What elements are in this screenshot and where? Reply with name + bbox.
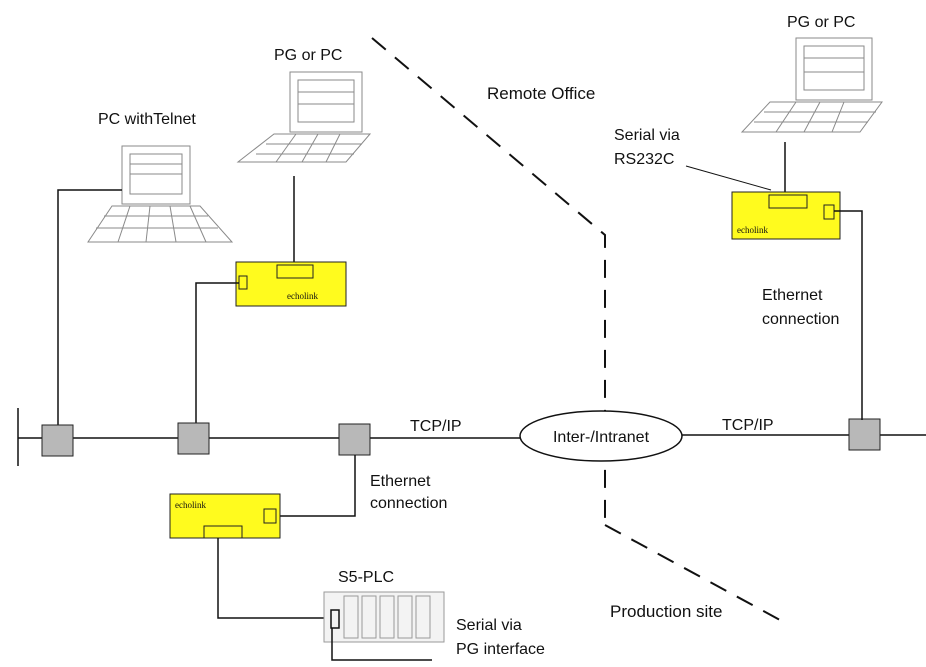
serial-rs232-label-line2: RS232C bbox=[614, 151, 674, 168]
echolink-right-label: echolink bbox=[737, 225, 768, 235]
remote-office-label: Remote Office bbox=[487, 84, 595, 103]
ethernet-right-label-line1: Ethernet bbox=[762, 287, 823, 304]
plc-rack-icon bbox=[323, 591, 445, 643]
production-site-label: Production site bbox=[610, 602, 722, 621]
network-node-icon bbox=[338, 423, 371, 456]
ethernet-bottom-wire bbox=[272, 455, 356, 517]
computer-icon bbox=[236, 71, 372, 163]
computer-icon bbox=[740, 37, 883, 133]
pc-telnet-label: PC withTelnet bbox=[98, 111, 196, 128]
network-node-icon bbox=[177, 422, 210, 455]
pg-pc-center-label: PG or PC bbox=[274, 47, 342, 64]
echolink-right-wire bbox=[834, 210, 863, 420]
network-node-icon bbox=[41, 424, 74, 457]
echolink-center-wire bbox=[195, 282, 239, 426]
serial-rs232-leader bbox=[685, 165, 772, 191]
telnet-pc-wire bbox=[57, 189, 122, 426]
cloud-ellipse-icon bbox=[519, 410, 683, 462]
echolink-center-label: echolink bbox=[287, 291, 318, 301]
tcpip-left-label: TCP/IP bbox=[410, 418, 462, 435]
serial-pg-label-line2: PG interface bbox=[456, 641, 545, 658]
echolink-right-device bbox=[731, 191, 841, 240]
echolink-bottom-device bbox=[169, 493, 281, 539]
tcpip-right-label: TCP/IP bbox=[722, 417, 774, 434]
computer-icon bbox=[87, 145, 234, 243]
cloud-label: Inter-/Intranet bbox=[553, 429, 650, 446]
plc-serial-wire bbox=[331, 628, 432, 661]
network-node-icon bbox=[848, 418, 881, 451]
echolink-bottom-label: echolink bbox=[175, 500, 206, 510]
serial-rs232-label-line1: Serial via bbox=[614, 127, 680, 144]
site-boundary-upper bbox=[371, 37, 606, 525]
echolink-center-device bbox=[235, 261, 347, 307]
pg-pc-right-label: PG or PC bbox=[787, 14, 855, 31]
site-boundary-lower bbox=[604, 524, 781, 621]
ethernet-bottom-label-line2: connection bbox=[370, 495, 447, 512]
ethernet-bottom-label-line1: Ethernet bbox=[370, 473, 431, 490]
serial-pg-label-line1: Serial via bbox=[456, 617, 522, 634]
ethernet-right-label-line2: connection bbox=[762, 311, 839, 328]
echolink-plc-wire bbox=[217, 538, 324, 619]
s5-plc-label: S5-PLC bbox=[338, 569, 394, 586]
